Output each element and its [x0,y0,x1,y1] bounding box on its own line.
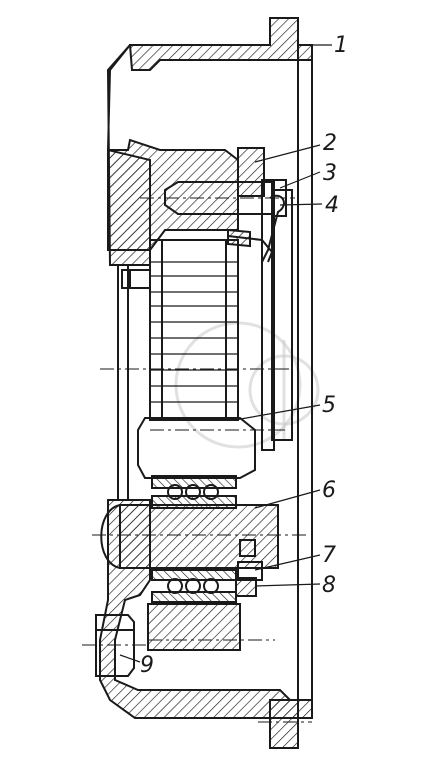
callout-5: 5 [322,393,336,418]
drain-plug [82,614,150,677]
lock-washer [237,561,263,581]
cover-plate [237,147,293,451]
nut [235,577,257,597]
callout-7: 7 [322,543,336,568]
callout-3: 3 [323,161,337,186]
upper-bearing [151,475,237,509]
leader-lines [119,44,332,663]
callout-6: 6 [322,478,336,503]
callout-8: 8 [322,573,336,598]
callout-4: 4 [325,193,339,218]
lock-clip [227,194,285,263]
lower-gear [147,603,275,651]
gear-hub [137,417,285,479]
callout-1: 1 [334,33,348,58]
watermark-logo [174,321,320,449]
locating-pin [140,179,295,217]
callout-2: 2 [323,131,337,156]
shaft [92,504,310,569]
callout-9: 9 [140,653,154,678]
lower-bearing [151,569,237,603]
callout-labels: 1 2 3 4 5 6 7 8 9 [140,33,348,678]
